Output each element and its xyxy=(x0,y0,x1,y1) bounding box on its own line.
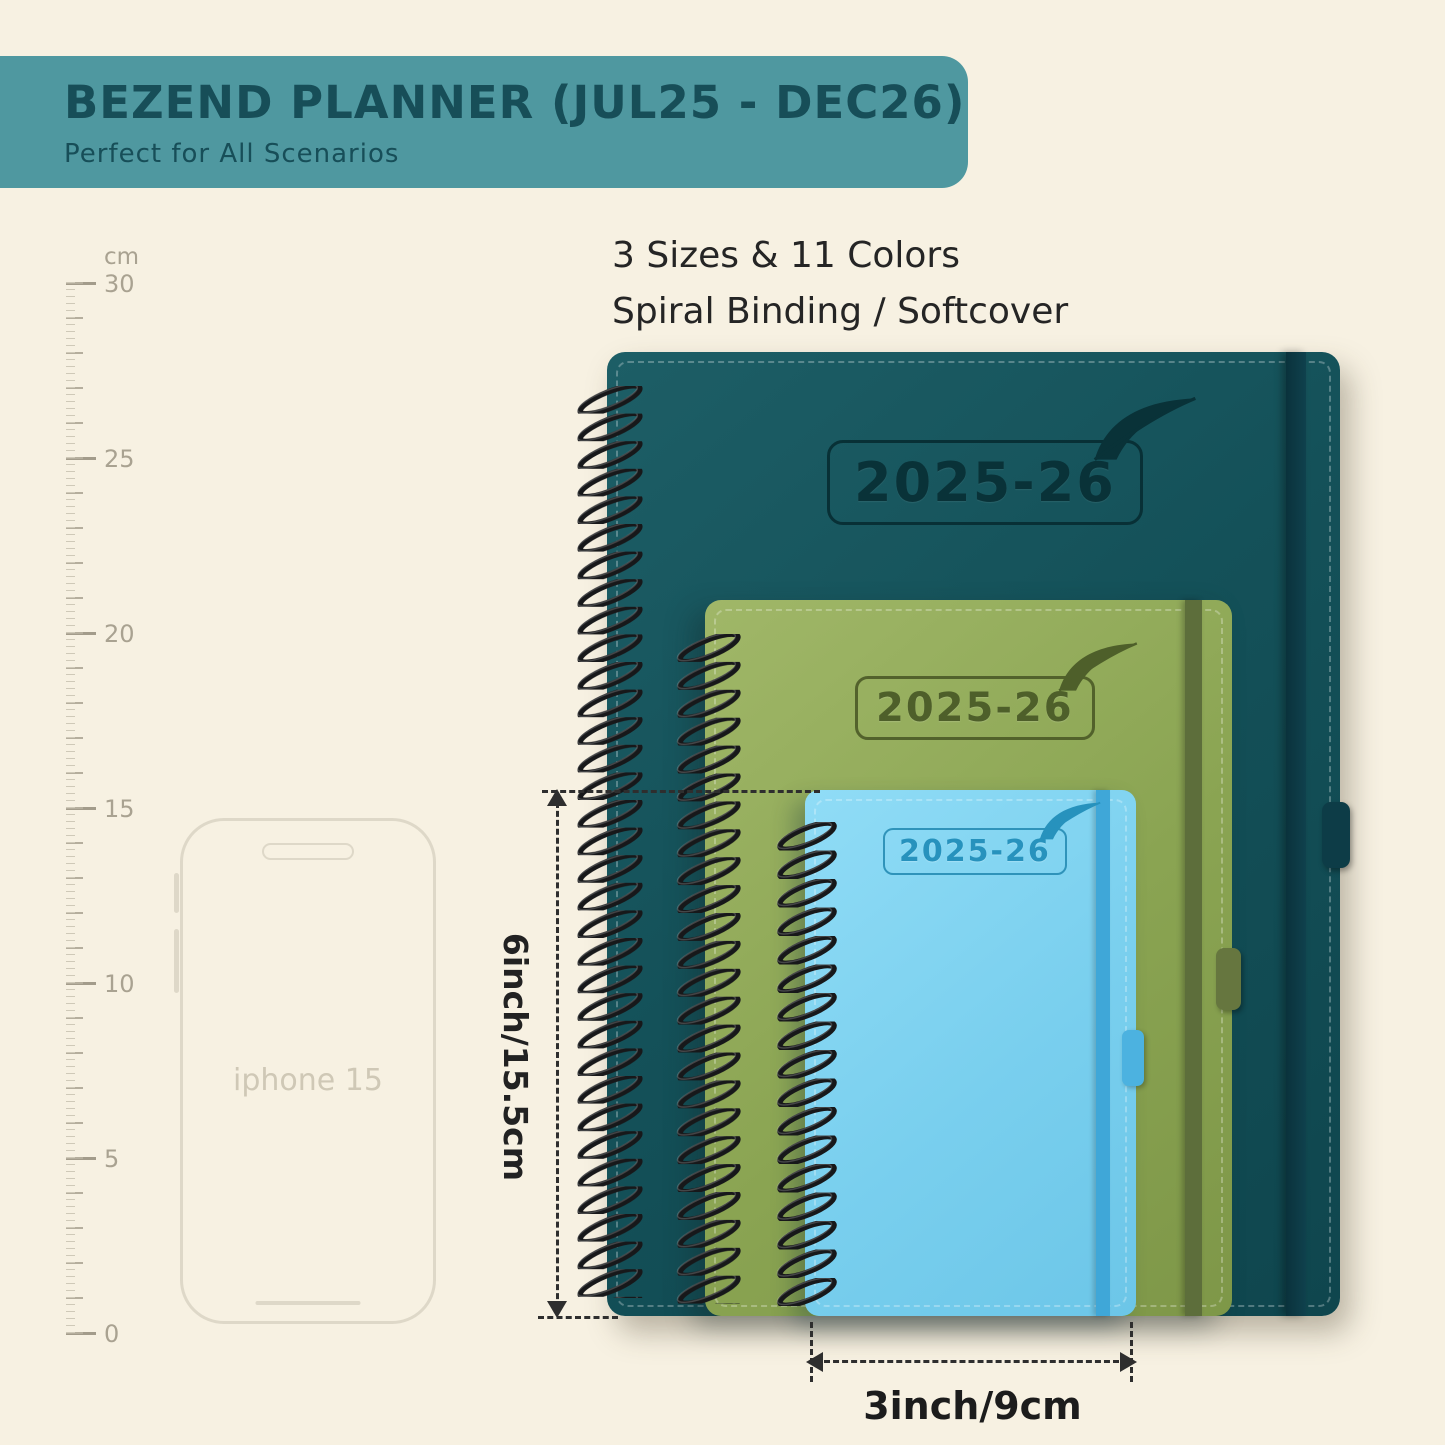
year-label-medium: 2025-26 xyxy=(855,676,1095,740)
elastic-band-small xyxy=(1096,790,1110,1316)
banner: BEZEND PLANNER (JUL25 - DEC26) Perfect f… xyxy=(0,56,968,188)
height-dimension-line xyxy=(556,802,559,1308)
feather-icon xyxy=(1093,396,1196,461)
phone-speaker-pill xyxy=(262,843,354,860)
ruler-tick-marks xyxy=(66,282,96,1335)
arrow-up-icon xyxy=(547,789,567,806)
year-emboss-medium: 2025-26 xyxy=(855,642,1137,740)
ruler-label-10: 10 xyxy=(104,970,135,998)
feather-icon xyxy=(1038,801,1101,841)
arrow-right-icon xyxy=(1120,1352,1137,1372)
spiral-binding-small xyxy=(772,822,842,1306)
ruler-label-15: 15 xyxy=(104,795,135,823)
stitching-border xyxy=(814,799,1127,1307)
ruler-label-0: 0 xyxy=(104,1320,120,1348)
banner-title: BEZEND PLANNER (JUL25 - DEC26) xyxy=(64,75,966,129)
features-text: 3 Sizes & 11 Colors Spiral Binding / Sof… xyxy=(612,228,1068,340)
ruler-label-20: 20 xyxy=(104,620,135,648)
height-guide-top-line xyxy=(542,790,820,793)
phone-outline: iphone 15 xyxy=(174,818,436,1324)
year-emboss-small: 2025-26 xyxy=(883,801,1101,875)
spiral-binding-large xyxy=(572,386,648,1298)
planner-small: 2025-26 xyxy=(805,790,1144,1316)
width-dimension-label: 3inch/9cm xyxy=(863,1384,1082,1428)
phone-home-bar xyxy=(255,1301,361,1305)
elastic-band-large xyxy=(1286,352,1306,1316)
year-label-small: 2025-26 xyxy=(883,828,1067,875)
feather-icon xyxy=(1058,642,1137,692)
arrow-down-icon xyxy=(547,1301,567,1318)
height-dimension-label: 6inch/15.5cm xyxy=(496,932,535,1182)
banner-subtitle: Perfect for All Scenarios xyxy=(64,138,400,169)
phone-volume-button xyxy=(174,929,179,993)
arrow-left-icon xyxy=(806,1352,823,1372)
elastic-band-medium xyxy=(1185,600,1202,1316)
ruler-label-30: 30 xyxy=(104,270,135,298)
spiral-binding-medium xyxy=(672,634,746,1304)
ruler-label-5: 5 xyxy=(104,1145,120,1173)
phone-label: iphone 15 xyxy=(233,1063,383,1098)
phone-volume-button xyxy=(174,873,179,913)
pen-loop-large xyxy=(1322,802,1350,868)
width-dimension-line xyxy=(824,1360,1119,1363)
ruler-label-25: 25 xyxy=(104,445,135,473)
pen-loop-medium xyxy=(1216,948,1241,1010)
year-emboss-large: 2025-26 xyxy=(827,396,1196,525)
height-guide-bottom-line xyxy=(538,1316,618,1319)
features-line-1: 3 Sizes & 11 Colors xyxy=(612,235,960,276)
year-label-large: 2025-26 xyxy=(827,440,1143,525)
features-line-2: Spiral Binding / Softcover xyxy=(612,290,1069,332)
pen-loop-small xyxy=(1122,1030,1144,1086)
ruler-unit-label: cm xyxy=(104,244,140,270)
ruler: cm 30 25 20 15 10 5 0 xyxy=(60,244,180,1348)
